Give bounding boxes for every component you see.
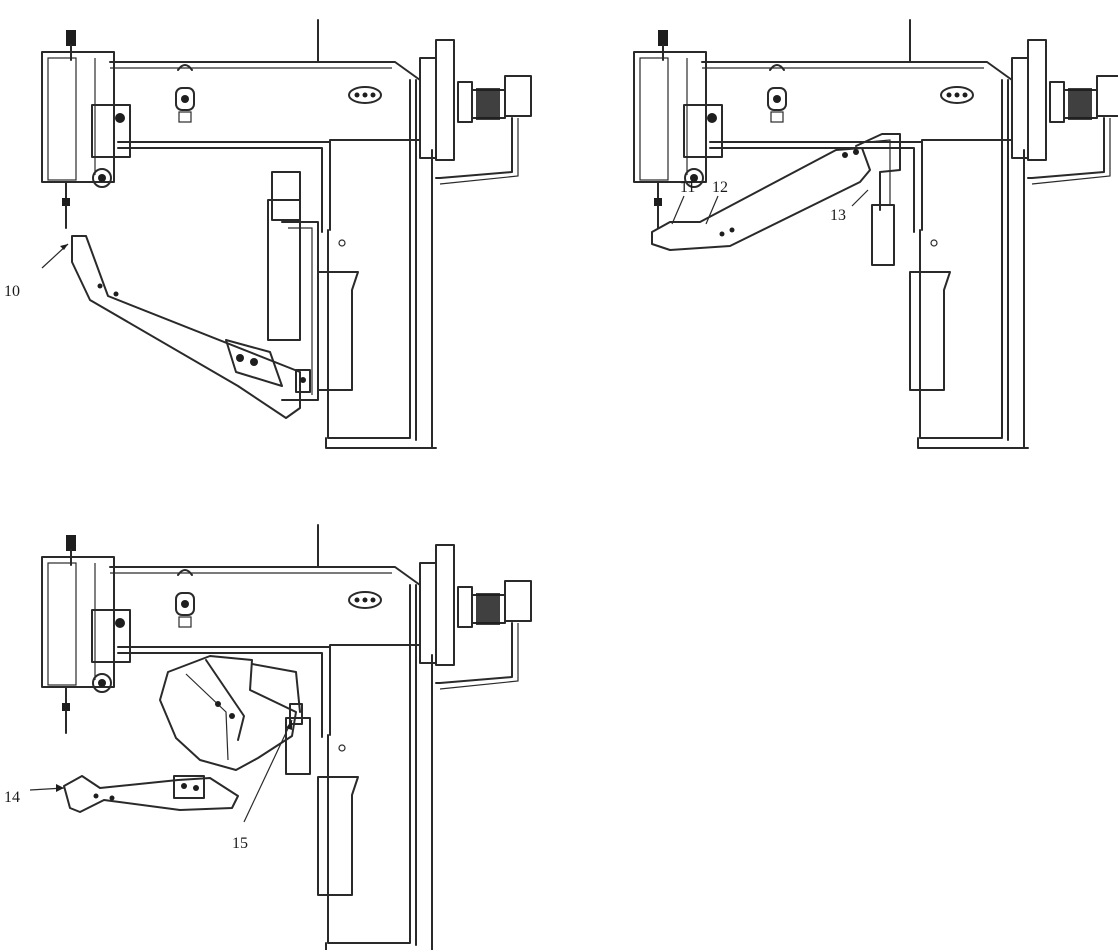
callout-13: 13	[830, 207, 846, 224]
callout-12: 12	[712, 179, 728, 196]
callout-15: 15	[232, 835, 248, 852]
callout-10: 10	[4, 283, 20, 300]
callout-14: 14	[4, 789, 20, 806]
view-c: 14 15	[4, 524, 532, 950]
callout-11: 11	[680, 179, 695, 196]
view-a: 10	[4, 19, 532, 449]
view-b: 11 12 13	[633, 19, 1118, 449]
